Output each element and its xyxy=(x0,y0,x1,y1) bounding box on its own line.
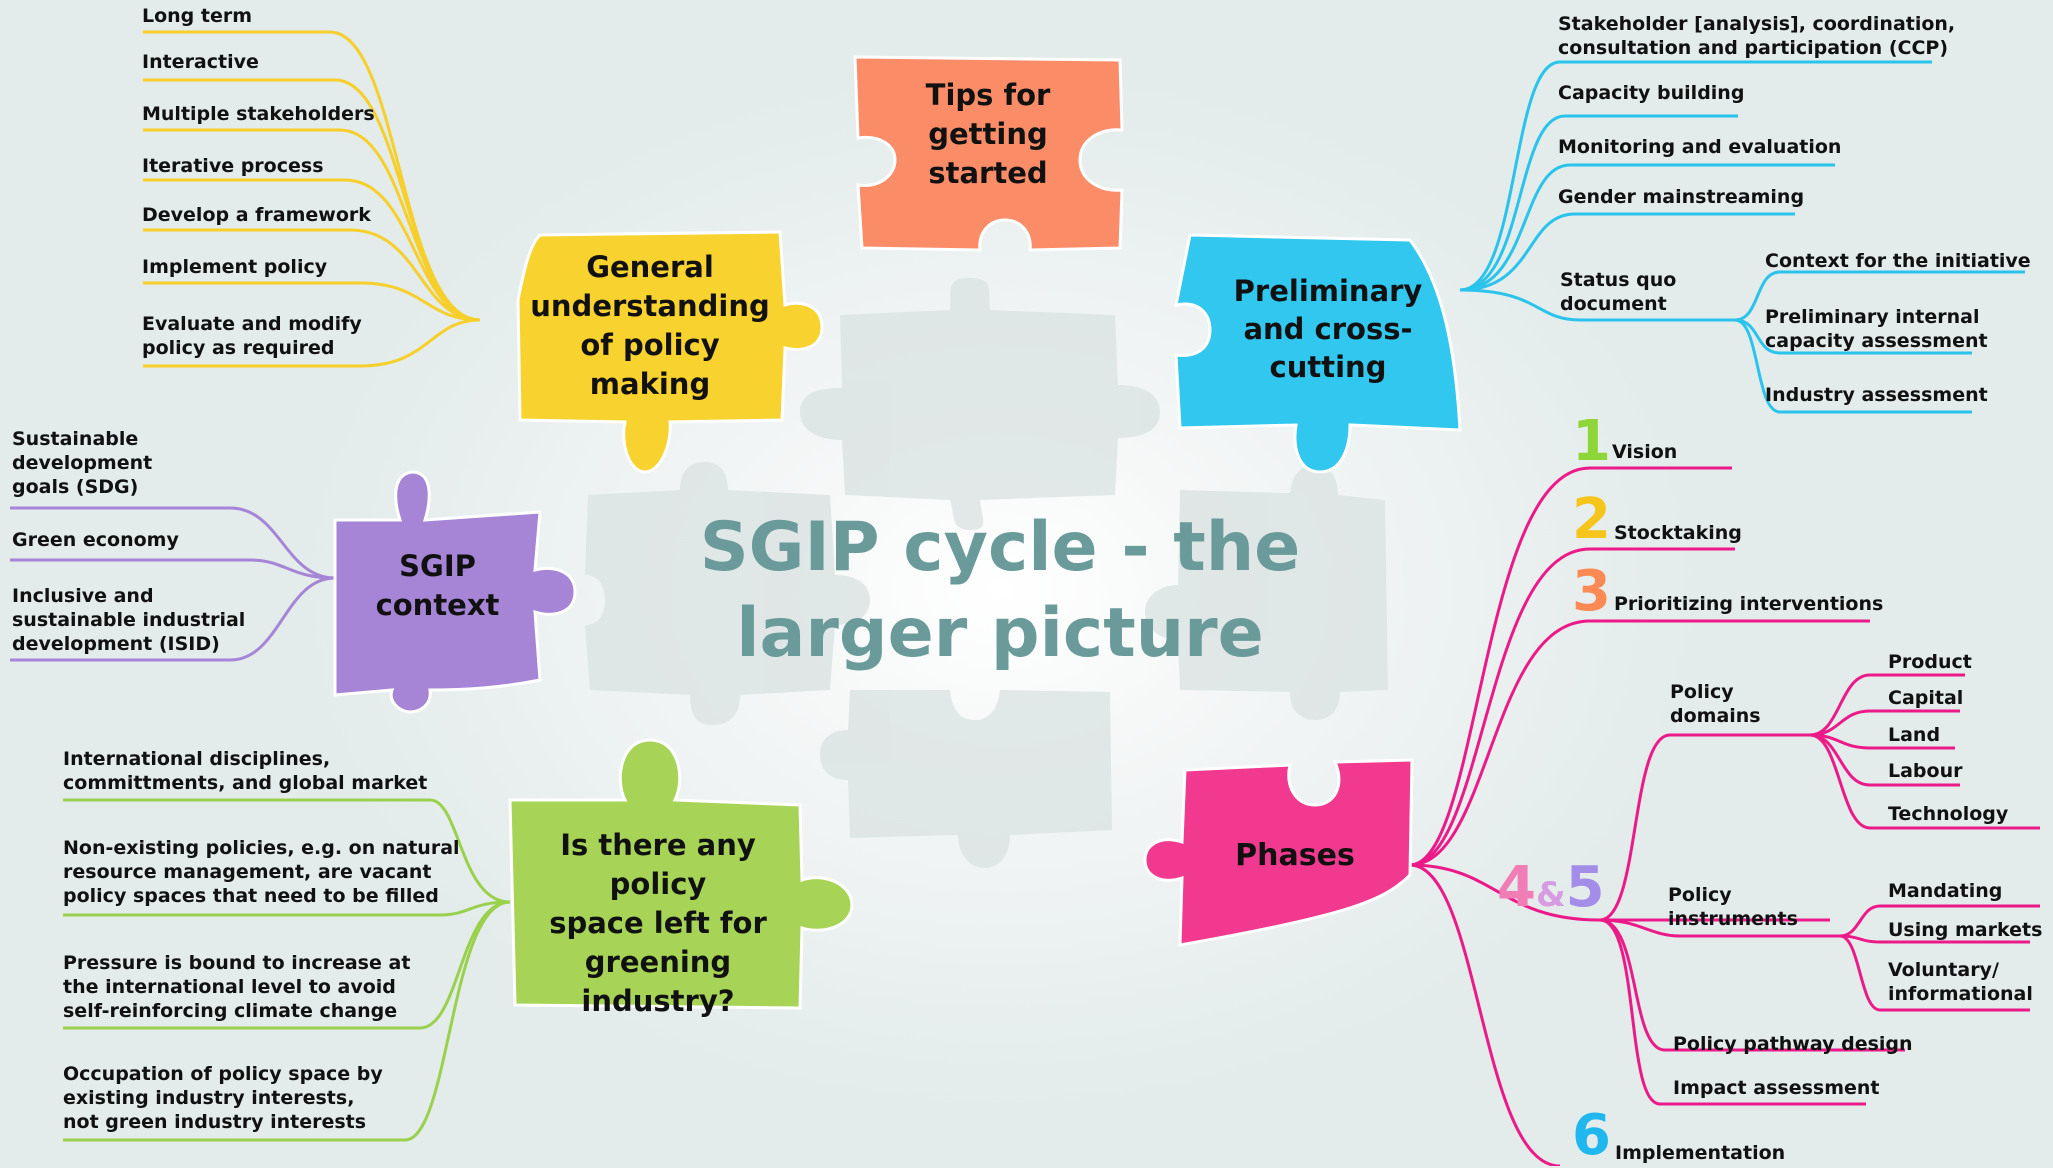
domain-item: Capital xyxy=(1888,687,1964,709)
phase-prioritizing: Prioritizing interventions xyxy=(1614,593,1884,615)
preliminary-item: Capacity building xyxy=(1558,82,1745,104)
general-item: Evaluate and modify policy as required xyxy=(142,313,362,359)
phase-number-4-5: 4&5 xyxy=(1497,855,1605,920)
domain-item: Product xyxy=(1888,651,1972,673)
general-puzzle-piece[interactable] xyxy=(516,230,824,474)
impact-assessment: Impact assessment xyxy=(1673,1077,1880,1099)
tips-puzzle-piece[interactable] xyxy=(853,55,1124,252)
status-quo-item: Industry assessment xyxy=(1765,384,1988,406)
phases-label[interactable]: Phases xyxy=(1235,838,1355,873)
phase-number-4: 4 xyxy=(1497,855,1536,920)
space-label[interactable]: Is there any policy space left for green… xyxy=(549,828,767,1018)
instrument-item: Using markets xyxy=(1888,919,2043,941)
domain-item: Technology xyxy=(1888,803,2009,825)
status-quo-item: Context for the initiative xyxy=(1765,250,2031,272)
context-item: Green economy xyxy=(12,529,179,551)
tips-label[interactable]: Tips for getting started xyxy=(925,78,1051,190)
general-item: Interactive xyxy=(142,51,259,73)
general-item: Iterative process xyxy=(142,155,324,177)
ampersand: & xyxy=(1535,875,1566,915)
policy-pathway-design: Policy pathway design xyxy=(1673,1033,1913,1055)
general-item: Multiple stakeholders xyxy=(142,103,375,125)
context-item: Inclusive and sustainable industrial dev… xyxy=(12,585,246,655)
context-label[interactable]: SGIP context xyxy=(375,549,500,622)
phase-number-5: 5 xyxy=(1565,855,1605,920)
background-puzzle xyxy=(585,278,1388,868)
space-connectors xyxy=(63,798,511,1142)
phases-puzzle-piece[interactable] xyxy=(1143,758,1414,947)
space-item: International disciplines, committments,… xyxy=(63,748,428,794)
phase-number-6: 6 xyxy=(1572,1103,1611,1168)
preliminary-item: Gender mainstreaming xyxy=(1558,186,1805,208)
phases-connectors xyxy=(1409,466,2040,1166)
domain-item: Land xyxy=(1888,724,1941,746)
general-item: Implement policy xyxy=(142,256,328,278)
preliminary-label[interactable]: Preliminary and cross- cutting xyxy=(1233,274,1423,384)
context-puzzle-piece[interactable] xyxy=(333,470,577,714)
domain-item: Labour xyxy=(1888,760,1963,782)
general-label[interactable]: General understanding of policy making xyxy=(530,250,770,401)
preliminary-connectors xyxy=(1459,60,2025,414)
status-quo-item: Preliminary internal capacity assessment xyxy=(1765,306,1988,352)
policy-domains-node: Policy domains xyxy=(1670,681,1761,727)
space-item: Pressure is bound to increase at the int… xyxy=(63,952,411,1022)
preliminary-puzzle-piece[interactable] xyxy=(1174,233,1462,474)
instrument-item: Mandating xyxy=(1888,880,2003,902)
phase-vision: Vision xyxy=(1612,441,1678,463)
context-connectors xyxy=(10,506,336,662)
phase-stocktaking: Stocktaking xyxy=(1614,522,1742,544)
general-connectors xyxy=(143,30,481,368)
general-item: Long term xyxy=(142,5,253,27)
context-item: Sustainable development goals (SDG) xyxy=(12,428,153,498)
policy-instruments-node: Policy instruments xyxy=(1668,884,1798,930)
status-quo-node: Status quo document xyxy=(1560,269,1677,315)
phase-number-3: 3 xyxy=(1572,559,1611,624)
space-puzzle-piece[interactable] xyxy=(508,738,854,1010)
general-item: Develop a framework xyxy=(142,204,371,226)
phase-implementation: Implementation xyxy=(1615,1142,1786,1164)
space-item: Occupation of policy space by existing i… xyxy=(63,1063,383,1133)
preliminary-item: Stakeholder [analysis], coordination, co… xyxy=(1558,13,1956,59)
instrument-item: Voluntary/ informational xyxy=(1888,959,2033,1005)
diagram-title: SGIP cycle - the larger picture xyxy=(699,508,1301,673)
space-item: Non-existing policies, e.g. on natural r… xyxy=(63,837,460,907)
preliminary-item: Monitoring and evaluation xyxy=(1558,136,1842,158)
phase-number-2: 2 xyxy=(1572,487,1611,552)
phase-number-1: 1 xyxy=(1572,409,1611,474)
